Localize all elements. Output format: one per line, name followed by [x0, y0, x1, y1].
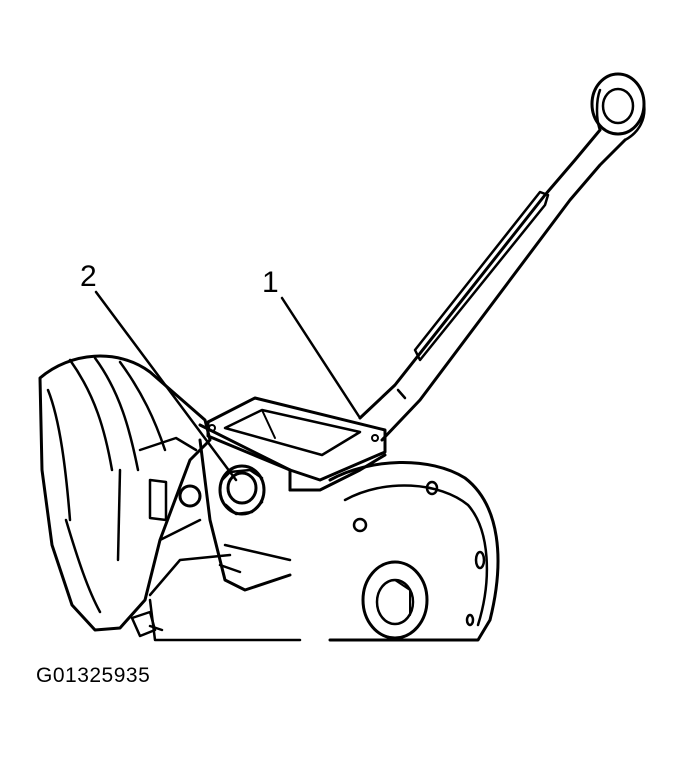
leader-line-1 — [280, 296, 362, 420]
transmission-case — [38, 354, 232, 632]
lower-bolt — [130, 610, 164, 638]
figure-identifier: G01325935 — [36, 664, 151, 687]
bell-housing — [328, 460, 500, 642]
cover-plate — [206, 396, 387, 492]
center-housing — [148, 423, 387, 642]
callout-number-plug: 2 — [80, 260, 97, 293]
fill-plug — [218, 464, 266, 516]
leader-line-2 — [94, 290, 238, 482]
callout-number-wrench: 1 — [262, 266, 279, 299]
wrench-tool — [358, 72, 646, 442]
